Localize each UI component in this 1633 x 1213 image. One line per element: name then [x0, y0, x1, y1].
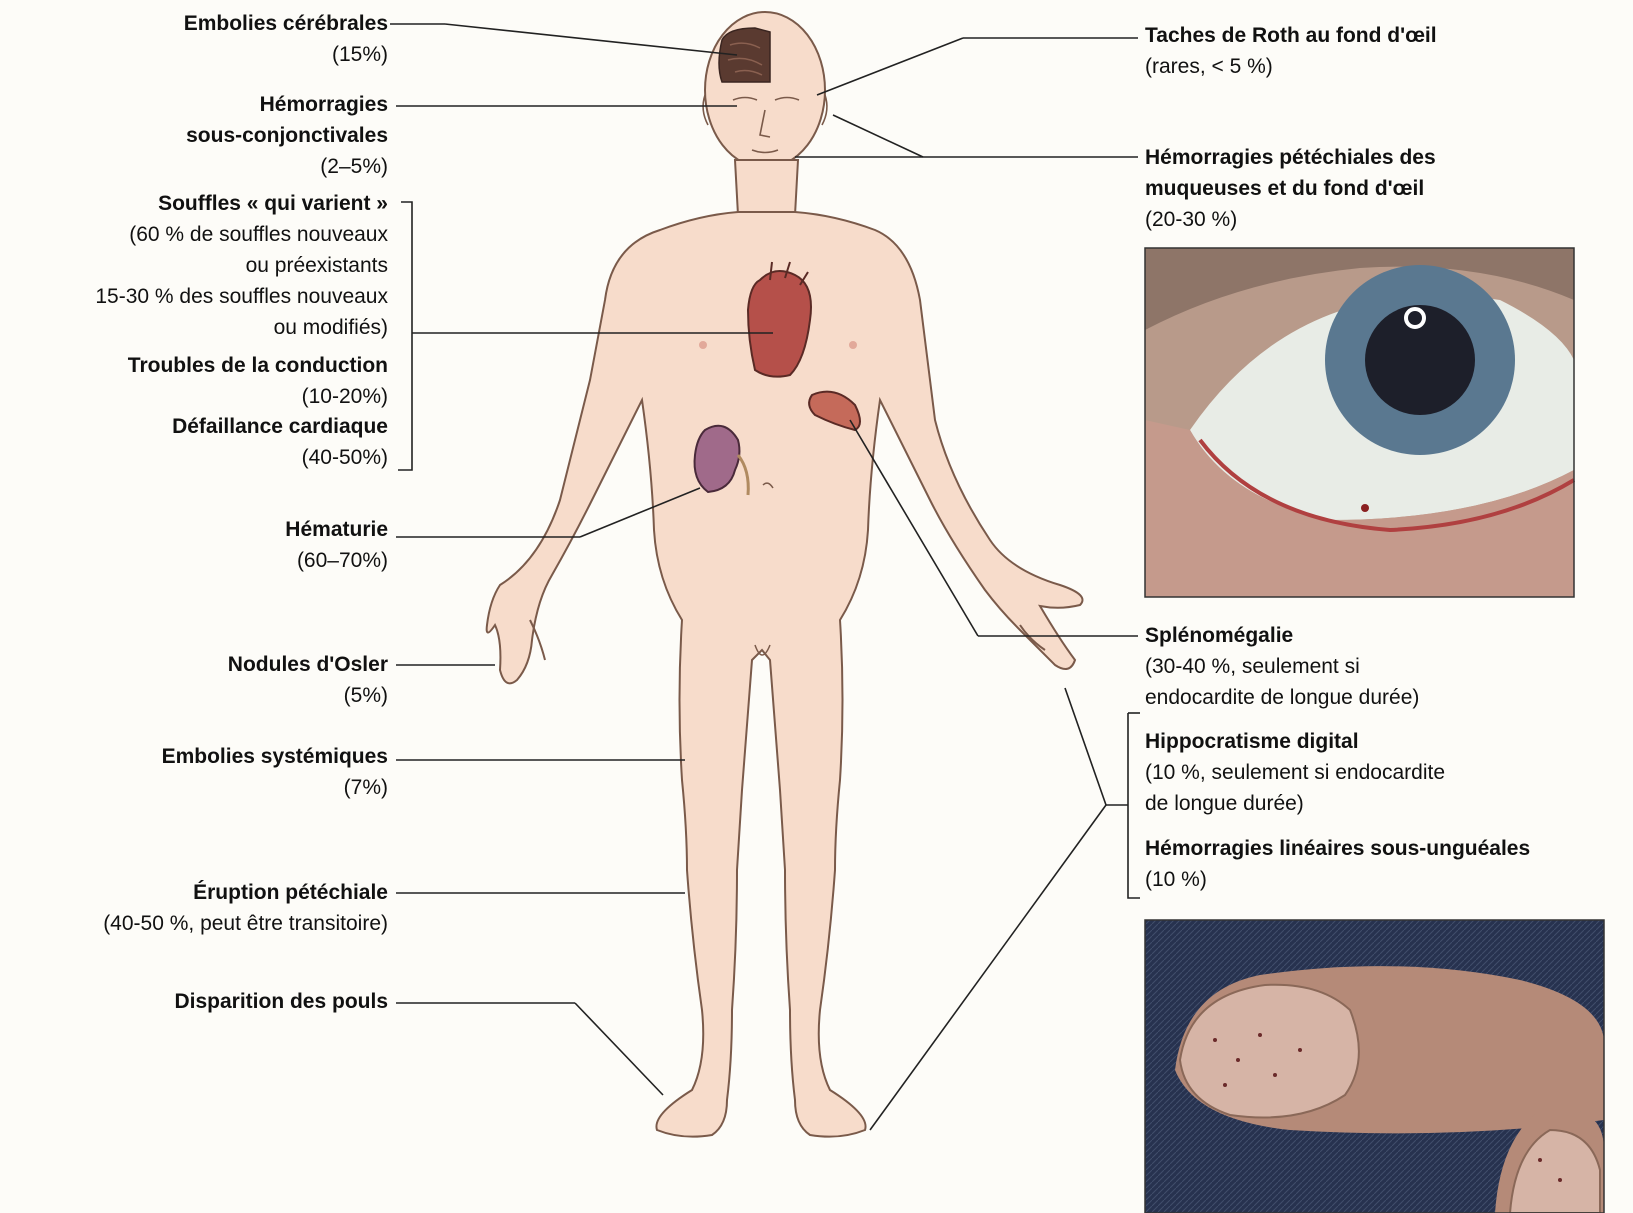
- label-title: Hémorragies pétéchiales des: [1145, 142, 1436, 173]
- label-detail: (60 % de souffles nouveaux: [95, 219, 388, 250]
- label-detail: (5%): [228, 680, 388, 711]
- label-detail: endocardite de longue durée): [1145, 682, 1419, 713]
- eye-photo-art: [1145, 248, 1574, 597]
- label-splenomegalie: Splénomégalie (30-40 %, seulement si end…: [1145, 620, 1419, 713]
- label-title-2: muqueuses et du fond d'œil: [1145, 173, 1436, 204]
- body-outline: [487, 12, 1083, 1137]
- label-detail: 15-30 % des souffles nouveaux: [95, 281, 388, 312]
- label-title: Disparition des pouls: [174, 986, 388, 1017]
- label-title: Troubles de la conduction: [128, 350, 388, 381]
- label-title: Taches de Roth au fond d'œil: [1145, 20, 1437, 51]
- label-title: Nodules d'Osler: [228, 649, 388, 680]
- label-embolies-systemiques: Embolies systémiques (7%): [162, 741, 388, 803]
- label-detail: (10-20%): [128, 381, 388, 412]
- label-eruption-petechiale: Éruption pétéchiale (40-50 %, peut être …: [103, 877, 388, 939]
- label-detail: (7%): [162, 772, 388, 803]
- label-detail: (rares, < 5 %): [1145, 51, 1437, 82]
- label-title: Embolies cérébrales: [184, 8, 388, 39]
- label-title: Hématurie: [285, 514, 388, 545]
- label-detail: (60–70%): [285, 545, 388, 576]
- label-detail: (10 %): [1145, 864, 1530, 895]
- label-detail: (40-50 %, peut être transitoire): [103, 908, 388, 939]
- label-detail: (2–5%): [186, 151, 388, 182]
- label-hemorragies-sous-conjonctivales: Hémorragies sous-conjonctivales (2–5%): [186, 89, 388, 182]
- label-nodules-osler: Nodules d'Osler (5%): [228, 649, 388, 711]
- brain-icon: [719, 28, 770, 82]
- label-title: Embolies systémiques: [162, 741, 388, 772]
- label-detail: (30-40 %, seulement si: [1145, 651, 1419, 682]
- label-troubles-conduction: Troubles de la conduction (10-20%): [128, 350, 388, 412]
- label-title: Splénomégalie: [1145, 620, 1419, 651]
- label-title: Défaillance cardiaque: [172, 411, 388, 442]
- label-hematurie: Hématurie (60–70%): [285, 514, 388, 576]
- label-detail: (20-30 %): [1145, 204, 1436, 235]
- label-disparition-pouls: Disparition des pouls: [174, 986, 388, 1017]
- label-taches-roth: Taches de Roth au fond d'œil (rares, < 5…: [1145, 20, 1437, 82]
- label-embolies-cerebrales: Embolies cérébrales (15%): [184, 8, 388, 70]
- label-detail: ou préexistants: [95, 250, 388, 281]
- label-hippocratisme-digital: Hippocratisme digital (10 %, seulement s…: [1145, 726, 1445, 819]
- label-title: Hémorragies linéaires sous-unguéales: [1145, 833, 1530, 864]
- fingernails-photo-art: [1145, 920, 1604, 1213]
- label-detail: (15%): [184, 39, 388, 70]
- label-defaillance-cardiaque: Défaillance cardiaque (40-50%): [172, 411, 388, 473]
- label-title-2: sous-conjonctivales: [186, 120, 388, 151]
- label-hemorragies-petechiales: Hémorragies pétéchiales des muqueuses et…: [1145, 142, 1436, 235]
- label-title: Souffles « qui varient »: [95, 188, 388, 219]
- label-hemorragies-lineaires: Hémorragies linéaires sous-unguéales (10…: [1145, 833, 1530, 895]
- label-detail: (40-50%): [172, 442, 388, 473]
- label-detail: de longue durée): [1145, 788, 1445, 819]
- label-title: Éruption pétéchiale: [103, 877, 388, 908]
- label-detail: ou modifiés): [95, 312, 388, 343]
- label-detail: (10 %, seulement si endocardite: [1145, 757, 1445, 788]
- label-title: Hémorragies: [186, 89, 388, 120]
- label-souffles: Souffles « qui varient » (60 % de souffl…: [95, 188, 388, 343]
- label-title: Hippocratisme digital: [1145, 726, 1445, 757]
